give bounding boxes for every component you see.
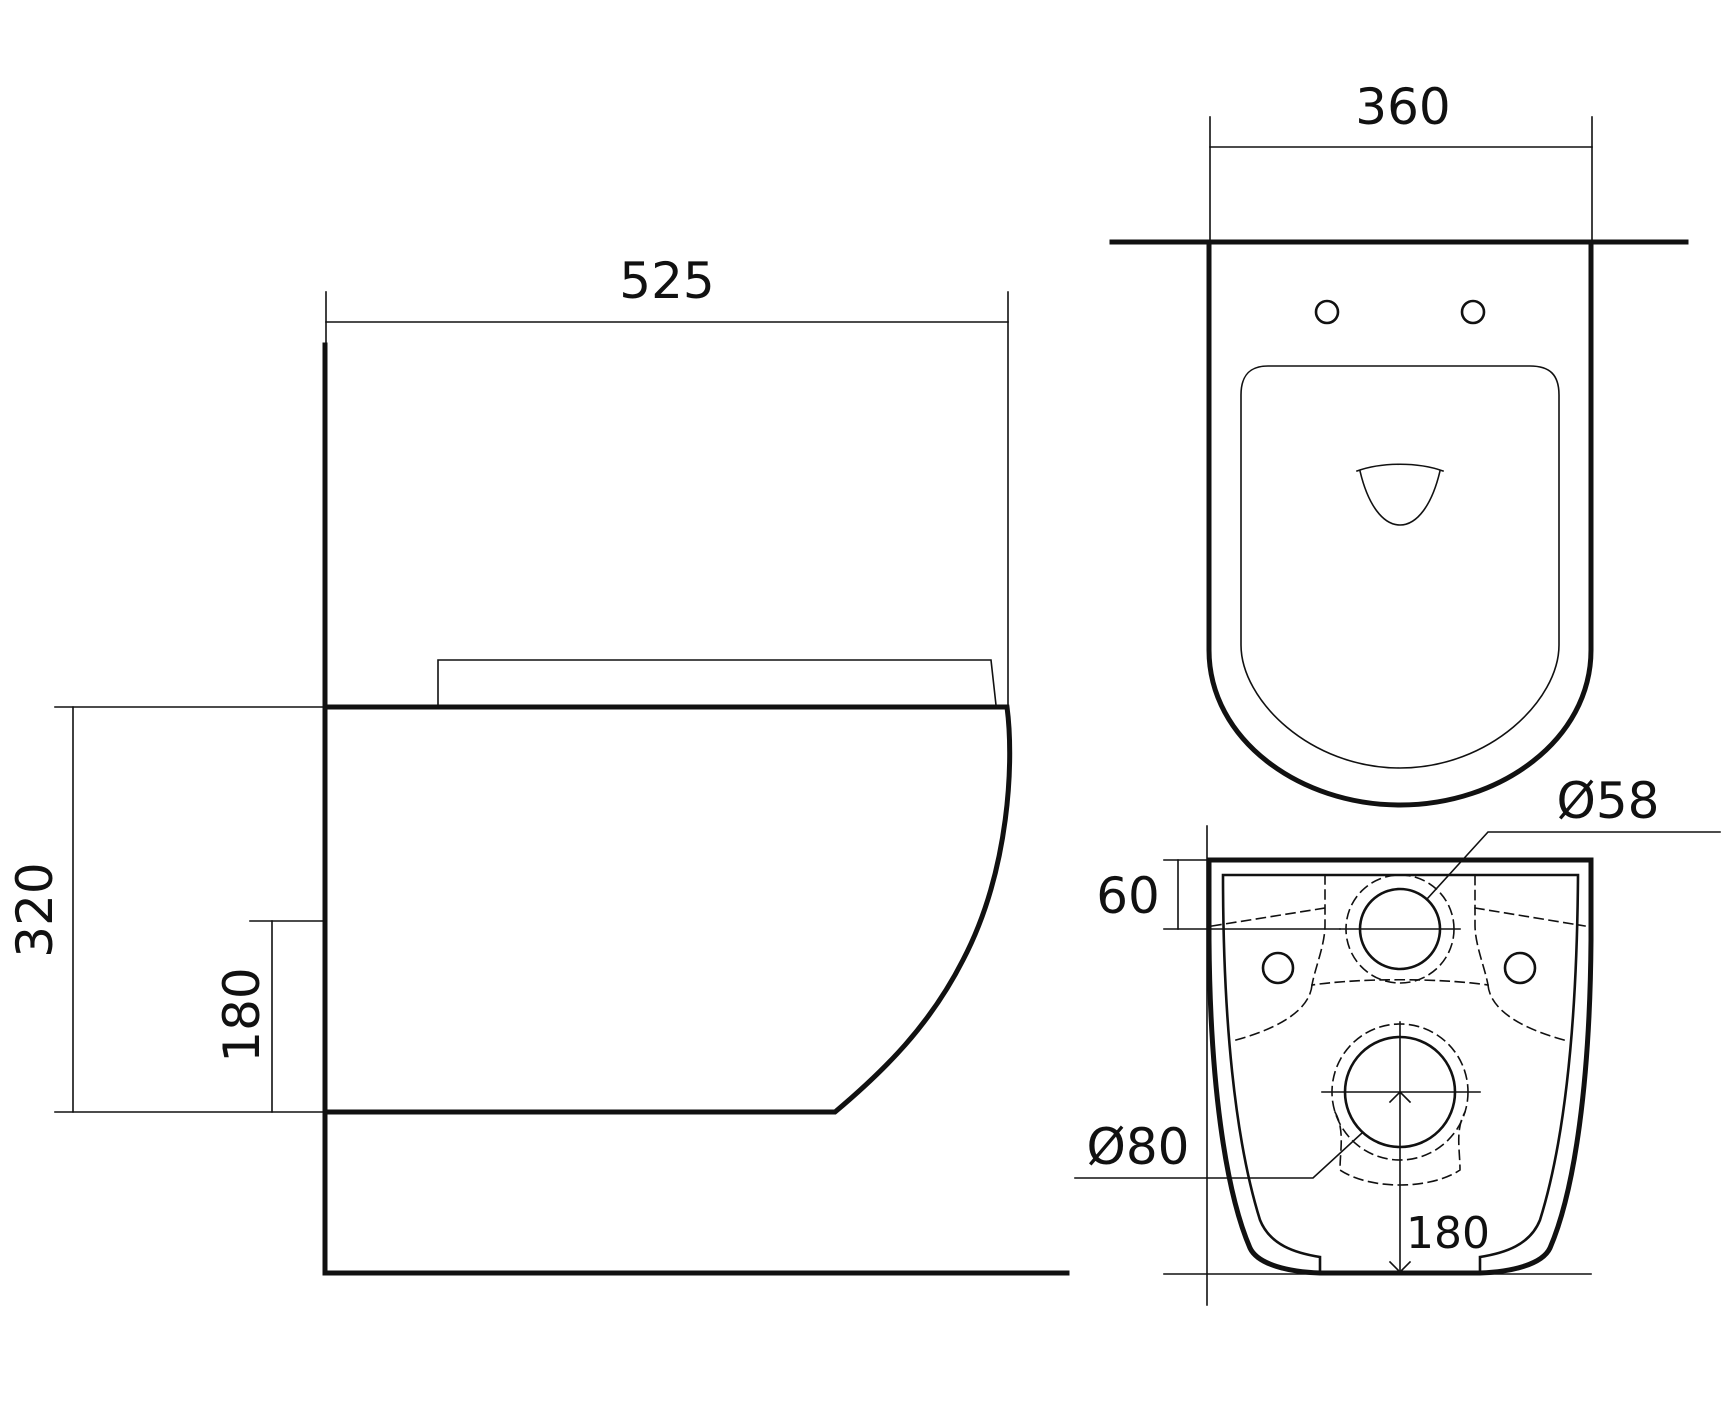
top-bowl-outline <box>1206 239 1594 808</box>
flush-outlet <box>1359 470 1441 526</box>
fixing-hole-right <box>1460 299 1486 325</box>
dim-180-side-label: 180 <box>213 967 271 1062</box>
top-view: 360 <box>1109 78 1689 808</box>
rear-upper-branch-left <box>1211 907 1326 927</box>
dim-60-label: 60 <box>1096 867 1160 925</box>
dim-525-label: 525 <box>619 252 714 310</box>
outlet-lower-cavity <box>1333 1110 1467 1186</box>
dim-80-label: Ø80 <box>1087 1118 1190 1176</box>
dim-58-label: Ø58 <box>1557 772 1660 830</box>
rear-upper-cavity <box>1311 874 1489 986</box>
rear-inner-outline <box>1221 873 1580 1272</box>
wall-line <box>322 342 1070 1276</box>
dim-58-leader <box>1425 831 1721 901</box>
rear-fixing-hole-left <box>1261 951 1295 985</box>
rear-upper-branch-right <box>1474 907 1586 927</box>
rear-view: 60 Ø58 Ø80 180 <box>1074 772 1721 1306</box>
dim-80-leader <box>1074 1131 1364 1179</box>
side-view: 525 320 180 <box>6 252 1070 1276</box>
rear-mid-cavity-right <box>1487 984 1565 1041</box>
bowl-body-outline <box>322 704 1013 1115</box>
rear-fixing-hole-right <box>1503 951 1537 985</box>
top-seat-outline <box>1240 365 1560 769</box>
dim-360-label: 360 <box>1355 78 1450 136</box>
rear-outer-outline <box>1206 857 1594 1276</box>
seat-outline <box>437 659 997 706</box>
outlet-arrow <box>1388 1090 1412 1274</box>
fixing-hole-left <box>1314 299 1340 325</box>
rear-mid-cavity-left <box>1235 984 1313 1041</box>
dim-320-label: 320 <box>6 862 64 957</box>
dim-180-rear-label: 180 <box>1406 1208 1490 1259</box>
flush-rim-curve <box>1355 463 1445 473</box>
